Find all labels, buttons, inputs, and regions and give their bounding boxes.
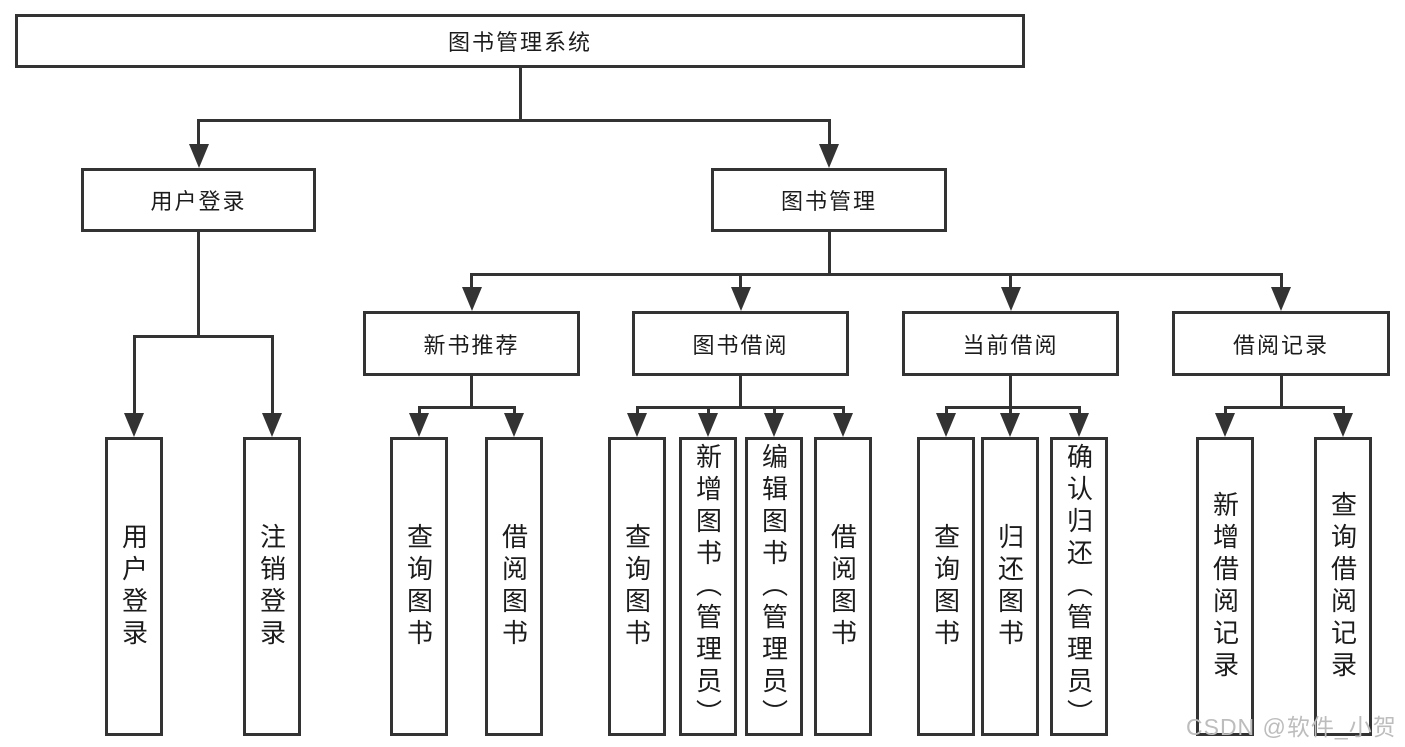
connector-line bbox=[518, 68, 522, 120]
arrow-down-icon bbox=[1000, 413, 1020, 437]
connector-line bbox=[739, 273, 742, 289]
connector-line bbox=[944, 406, 1081, 409]
node-current-borrow-label: 当前借阅 bbox=[962, 332, 1059, 358]
node-current-borrow: 当前借阅 bbox=[902, 311, 1119, 376]
connector-line bbox=[827, 119, 831, 148]
leaf-current-confirm-return-admin: 确认归还（管理员） bbox=[1050, 437, 1108, 736]
arrow-down-icon bbox=[1215, 413, 1235, 437]
leaf-recommend-borrow-books-label: 借阅图书 bbox=[498, 522, 529, 651]
connector-line bbox=[1223, 406, 1227, 415]
node-book-borrow-label: 图书借阅 bbox=[692, 332, 789, 358]
node-book-management: 图书管理 bbox=[711, 168, 947, 232]
leaf-logout: 注销登录 bbox=[243, 437, 301, 736]
connector-line bbox=[417, 406, 421, 415]
leaf-current-confirm-return-admin-label: 确认归还（管理员） bbox=[1063, 442, 1094, 731]
connector-line bbox=[1341, 406, 1345, 415]
leaf-recommend-query-books: 查询图书 bbox=[390, 437, 448, 736]
arrow-down-icon bbox=[730, 287, 751, 311]
node-root-library-system: 图书管理系统 bbox=[15, 14, 1025, 68]
leaf-current-return-books-label: 归还图书 bbox=[994, 522, 1025, 651]
node-user-login: 用户登录 bbox=[81, 168, 316, 232]
leaf-record-add-borrow-record: 新增借阅记录 bbox=[1196, 437, 1254, 736]
node-user-login-label: 用户登录 bbox=[150, 189, 247, 214]
connector-line bbox=[706, 406, 710, 415]
leaf-logout-label: 注销登录 bbox=[256, 522, 287, 651]
leaf-borrow-edit-books-admin-label: 编辑图书（管理员） bbox=[758, 442, 789, 731]
arrow-down-icon bbox=[409, 413, 429, 437]
connector-line bbox=[739, 376, 742, 409]
leaf-borrow-query-books: 查询图书 bbox=[608, 437, 666, 736]
node-new-book-recommend-label: 新书推荐 bbox=[423, 332, 520, 358]
connector-line bbox=[470, 273, 473, 289]
arrow-down-icon bbox=[188, 144, 209, 168]
leaf-current-query-books-label: 查询图书 bbox=[930, 522, 961, 651]
connector-line bbox=[470, 273, 1283, 276]
connector-line bbox=[1223, 406, 1345, 409]
connector-line bbox=[1009, 273, 1012, 289]
connector-line bbox=[512, 406, 516, 415]
connector-line bbox=[841, 406, 845, 415]
leaf-borrow-query-books-label: 查询图书 bbox=[621, 522, 652, 651]
arrow-down-icon bbox=[504, 413, 524, 437]
connector-line bbox=[417, 406, 516, 409]
arrow-down-icon bbox=[698, 413, 718, 437]
connector-line bbox=[635, 406, 639, 415]
leaf-recommend-query-books-label: 查询图书 bbox=[403, 522, 434, 651]
leaf-user-login: 用户登录 bbox=[105, 437, 163, 736]
node-root-label: 图书管理系统 bbox=[447, 30, 592, 55]
leaf-borrow-edit-books-admin: 编辑图书（管理员） bbox=[745, 437, 803, 736]
connector-line bbox=[635, 406, 845, 409]
leaf-borrow-add-books-admin-label: 新增图书（管理员） bbox=[692, 442, 723, 731]
leaf-recommend-borrow-books: 借阅图书 bbox=[485, 437, 543, 736]
leaf-borrow-borrow-books: 借阅图书 bbox=[814, 437, 872, 736]
connector-line bbox=[1009, 376, 1012, 409]
leaf-record-add-borrow-record-label: 新增借阅记录 bbox=[1209, 490, 1240, 683]
arrow-down-icon bbox=[1000, 287, 1021, 311]
leaf-current-return-books: 归还图书 bbox=[981, 437, 1039, 736]
arrow-down-icon bbox=[1271, 287, 1291, 311]
connector-line bbox=[1279, 376, 1283, 409]
arrow-down-icon bbox=[124, 413, 144, 437]
connector-line bbox=[197, 232, 200, 338]
leaf-borrow-add-books-admin: 新增图书（管理员） bbox=[679, 437, 737, 736]
node-book-borrow: 图书借阅 bbox=[632, 311, 849, 376]
arrow-down-icon bbox=[627, 413, 647, 437]
arrow-down-icon bbox=[764, 413, 784, 437]
arrow-down-icon bbox=[461, 287, 482, 311]
connector-line bbox=[132, 335, 136, 415]
node-book-management-label: 图书管理 bbox=[780, 189, 877, 214]
arrow-down-icon bbox=[1069, 413, 1089, 437]
connector-line bbox=[197, 119, 831, 122]
leaf-record-query-borrow-record: 查询借阅记录 bbox=[1314, 437, 1372, 736]
node-borrow-records: 借阅记录 bbox=[1172, 311, 1390, 376]
node-new-book-recommend: 新书推荐 bbox=[363, 311, 580, 376]
connector-line bbox=[1077, 406, 1081, 415]
leaf-user-login-label: 用户登录 bbox=[118, 522, 149, 651]
connector-line bbox=[132, 335, 274, 338]
leaf-borrow-borrow-books-label: 借阅图书 bbox=[827, 522, 858, 651]
connector-line bbox=[470, 376, 473, 409]
connector-line bbox=[270, 335, 274, 415]
node-borrow-records-label: 借阅记录 bbox=[1232, 332, 1329, 358]
leaf-current-query-books: 查询图书 bbox=[917, 437, 975, 736]
connector-line bbox=[772, 406, 776, 415]
connector-line bbox=[197, 119, 200, 148]
arrow-down-icon bbox=[833, 413, 853, 437]
leaf-record-query-borrow-record-label: 查询借阅记录 bbox=[1327, 490, 1358, 683]
connector-line bbox=[1008, 406, 1012, 415]
arrow-down-icon bbox=[262, 413, 282, 437]
csdn-watermark: CSDN @软件_小贺同学 bbox=[1186, 714, 1397, 740]
arrow-down-icon bbox=[819, 144, 839, 168]
connector-line bbox=[827, 232, 831, 276]
arrow-down-icon bbox=[1333, 413, 1353, 437]
arrow-down-icon bbox=[936, 413, 956, 437]
connector-line bbox=[944, 406, 948, 415]
connector-line bbox=[1279, 273, 1283, 289]
